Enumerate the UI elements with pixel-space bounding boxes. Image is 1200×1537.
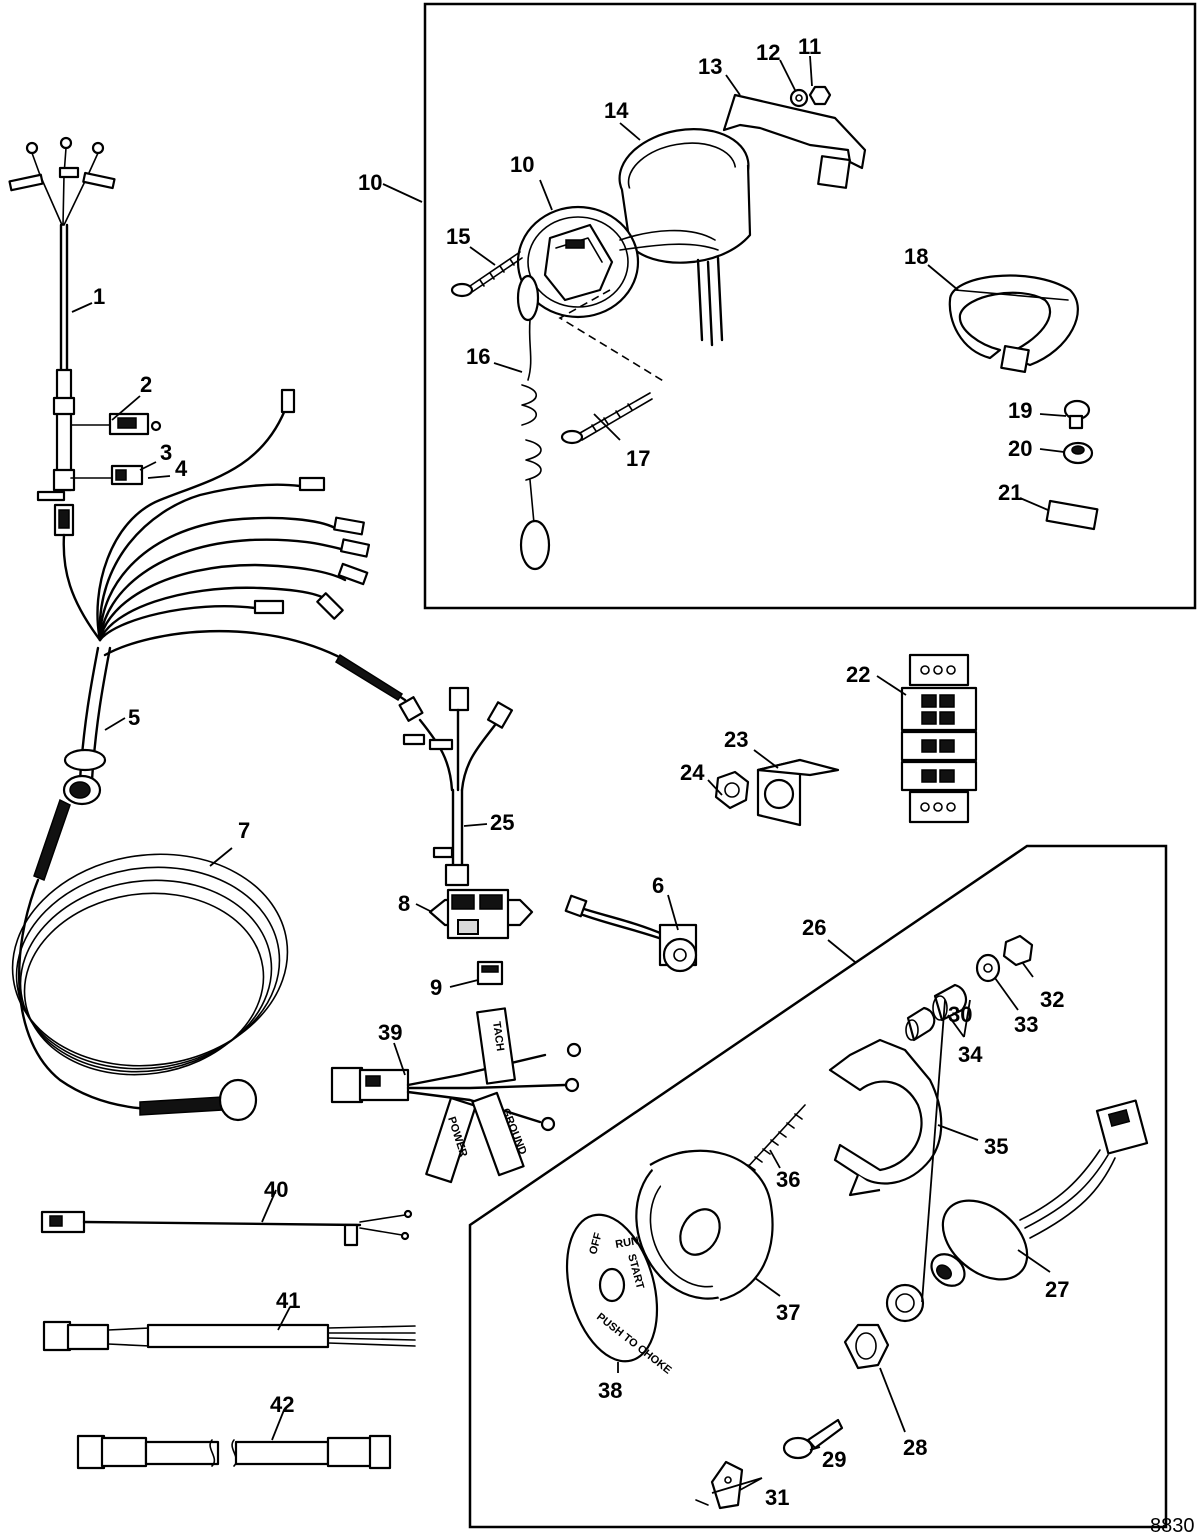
switch-housing-37 xyxy=(635,1149,774,1302)
washer-12 xyxy=(789,88,809,108)
lanyard-switch-body xyxy=(516,205,724,347)
callout-9: 9 xyxy=(430,975,442,1000)
callout-41: 41 xyxy=(276,1288,300,1313)
callout-22: 22 xyxy=(846,662,870,687)
ignition-switch-inset-frame xyxy=(468,844,1168,1529)
callout-18: 18 xyxy=(904,244,928,269)
callout-37: 37 xyxy=(776,1300,800,1325)
callout-34: 34 xyxy=(958,1042,983,1067)
callout-27: 27 xyxy=(1045,1277,1069,1302)
callout-12: 12 xyxy=(756,40,780,65)
callout-24: 24 xyxy=(680,760,705,785)
plate-off-text: OFF xyxy=(587,1231,604,1256)
callout-26: 26 xyxy=(802,915,826,940)
dashed-assembly-line xyxy=(558,289,666,383)
remote-control-inset-frame xyxy=(423,2,1197,610)
spacers-34 xyxy=(905,983,968,1042)
callout-32: 32 xyxy=(1040,987,1064,1012)
ignition-key-29 xyxy=(782,1418,844,1460)
coiled-extension-harness xyxy=(11,853,289,1122)
callout-38: 38 xyxy=(598,1378,622,1403)
sensor-with-lead xyxy=(564,894,698,973)
callout-1: 1 xyxy=(93,284,105,309)
callout-6: 6 xyxy=(652,873,664,898)
clip-31 xyxy=(695,1460,744,1510)
callout-25: 25 xyxy=(490,810,514,835)
mounting-screw-15 xyxy=(450,251,523,298)
extension-lead-42 xyxy=(76,1434,392,1470)
callout-16: 16 xyxy=(466,344,490,369)
cable-tie xyxy=(948,274,1079,374)
lanyard-cord xyxy=(516,274,551,571)
callout-31: 31 xyxy=(765,1485,789,1510)
callout-11: 11 xyxy=(798,34,821,59)
plate-run-text: RUN xyxy=(614,1235,640,1251)
callout-36: 36 xyxy=(776,1167,800,1192)
adapter-lead-41 xyxy=(42,1320,416,1352)
callout-29: 29 xyxy=(822,1447,846,1472)
callout-42: 42 xyxy=(270,1392,294,1417)
nut-11 xyxy=(808,85,832,106)
grommet-20 xyxy=(1062,441,1094,465)
terminal-block xyxy=(900,653,978,824)
adapter-lead-40 xyxy=(40,1209,413,1247)
callout-14: 14 xyxy=(604,98,629,123)
washer-33 xyxy=(975,953,1001,983)
callout-5: 5 xyxy=(128,705,140,730)
callout-13: 13 xyxy=(698,54,722,79)
nut-32 xyxy=(1002,934,1034,967)
callout-17: 17 xyxy=(626,446,650,471)
callout-35: 35 xyxy=(984,1134,1008,1159)
callout-40: 40 xyxy=(264,1177,288,1202)
callout-3: 3 xyxy=(160,440,172,465)
gauge-harness-with-tags: TACH POWER GROUND xyxy=(330,1007,582,1184)
callout-21: 21 xyxy=(998,480,1022,505)
drawing-number: 8830 xyxy=(1150,1515,1195,1537)
y-adapter-harness xyxy=(398,686,514,887)
ignition-switch-27 xyxy=(930,1099,1149,1287)
callout-39: 39 xyxy=(378,1020,402,1045)
callout-10-left: 10 xyxy=(358,170,382,195)
callout-33: 33 xyxy=(1014,1012,1038,1037)
callout-19: 19 xyxy=(1008,398,1032,423)
callout-8: 8 xyxy=(398,891,410,916)
hex-nut-28 xyxy=(843,1323,890,1370)
plug-19 xyxy=(1063,399,1091,430)
callout-2: 2 xyxy=(140,372,152,397)
hex-nut-24 xyxy=(714,770,750,810)
callout-23: 23 xyxy=(724,727,748,752)
screw-17 xyxy=(560,392,653,445)
callout-28: 28 xyxy=(903,1435,927,1460)
connector-block xyxy=(428,888,534,940)
callout-7: 7 xyxy=(238,818,250,843)
switch-bracket xyxy=(756,758,840,827)
tag-tach-text: TACH xyxy=(490,1021,506,1052)
leader-lines xyxy=(71,55,1067,1494)
callout-4: 4 xyxy=(175,456,188,481)
callout-30: 30 xyxy=(948,1002,972,1027)
lockwasher-30 xyxy=(885,1283,925,1323)
callout-15: 15 xyxy=(446,224,470,249)
callout-20: 20 xyxy=(1008,436,1032,461)
decal-21 xyxy=(1045,499,1099,531)
mounting-bracket xyxy=(722,93,867,189)
ring-terminals xyxy=(8,136,116,226)
retainer-clip-35 xyxy=(828,1038,943,1197)
callout-10-inner: 10 xyxy=(510,152,534,177)
engine-harness xyxy=(8,136,407,1122)
